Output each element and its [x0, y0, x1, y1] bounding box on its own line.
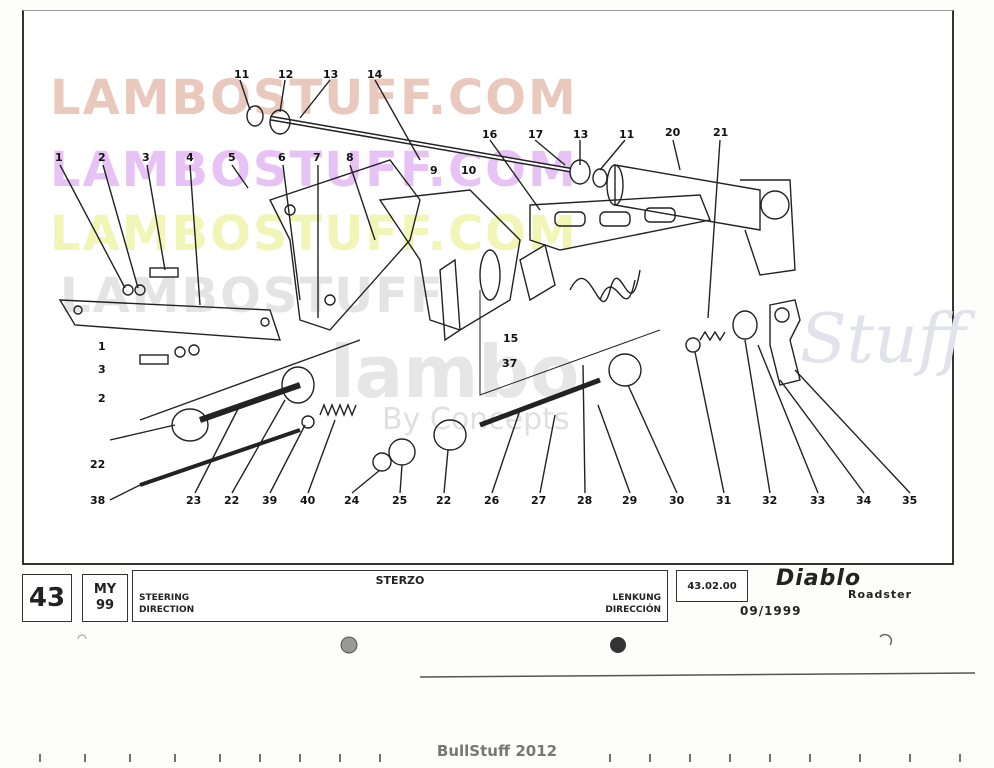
title-english: STEERING [139, 593, 190, 603]
callout: 25 [392, 494, 408, 507]
callout: 40 [300, 494, 316, 507]
callout: 11 [234, 68, 250, 81]
callout: 22 [436, 494, 452, 507]
issue-date: 09/1999 [740, 604, 802, 618]
callout: 12 [278, 68, 294, 81]
callout: 3 [98, 363, 106, 376]
binder-hook-icon [879, 633, 893, 646]
callout: 16 [482, 128, 498, 141]
callout: 30 [669, 494, 685, 507]
callout: 35 [902, 494, 918, 507]
model-year-box: MY 99 [82, 574, 128, 622]
title-box: STERZO STEERING DIRECTION LENKUNG DIRECC… [132, 570, 668, 622]
section-title: STERZO [375, 574, 425, 587]
callout: 5 [228, 151, 236, 164]
callout: 22 [224, 494, 240, 507]
callout: 28 [577, 494, 593, 507]
callout: 14 [367, 68, 383, 81]
callout: 10 [461, 164, 477, 177]
callout: 31 [716, 494, 732, 507]
footer-credit: BullStuff 2012 [436, 742, 558, 760]
callout: 9 [430, 164, 438, 177]
watermark-lambostuff-2: LAMBOSTUFF.COM [50, 142, 578, 198]
callout: 33 [810, 494, 826, 507]
title-french: DIRECTION [139, 605, 195, 615]
page-number: 43 [22, 574, 72, 622]
callout: 29 [622, 494, 638, 507]
callout: 23 [186, 494, 202, 507]
callout: 24 [344, 494, 360, 507]
my-label: MY [93, 582, 117, 597]
title-german: LENKUNG [612, 593, 661, 603]
callout: 8 [346, 151, 354, 164]
callout: 3 [142, 151, 150, 164]
callout: 1 [98, 340, 106, 353]
title-spanish: DIRECCIÓN [605, 605, 661, 615]
callout: 4 [186, 151, 194, 164]
my-year: 99 [95, 598, 115, 613]
callout: 17 [528, 128, 544, 141]
callout: 39 [262, 494, 278, 507]
page-tick-marks [39, 754, 961, 762]
binder-hole-icon [340, 636, 358, 654]
callout: 37 [502, 357, 518, 370]
model-name: Roadster [848, 588, 913, 601]
callout: 13 [573, 128, 589, 141]
callout: 38 [90, 494, 106, 507]
binder-hole-icon [610, 637, 626, 653]
callout: 27 [531, 494, 547, 507]
callout: 32 [762, 494, 778, 507]
callout: 2 [98, 151, 106, 164]
binder-holes [77, 633, 976, 678]
callout: 26 [484, 494, 500, 507]
callout: 13 [323, 68, 339, 81]
brand-logo: Diablo [776, 566, 862, 591]
callout: 7 [313, 151, 321, 164]
callout: 15 [503, 332, 519, 345]
divider-line [419, 672, 976, 678]
watermark-lambo: lambo [330, 330, 580, 414]
binder-hook-icon [77, 634, 87, 640]
watermark-stuff: Stuff [800, 300, 966, 379]
watermark-lambostuff-1: LAMBOSTUFF.COM [50, 70, 578, 126]
watermark-by-concepts: By Concepts [382, 402, 570, 437]
section-code: 43.02.00 [676, 570, 748, 602]
callout: 21 [713, 126, 729, 139]
callout: 11 [619, 128, 635, 141]
watermark-lambostuff-3: LAMBOSTUFF.COM [50, 206, 578, 262]
watermark-lambostuff-4: LAMBOSTUFF [60, 268, 445, 324]
callout: 34 [856, 494, 872, 507]
callout: 6 [278, 151, 286, 164]
callout: 1 [55, 151, 63, 164]
callout: 22 [90, 458, 106, 471]
callout: 2 [98, 392, 106, 405]
callout: 20 [665, 126, 681, 139]
